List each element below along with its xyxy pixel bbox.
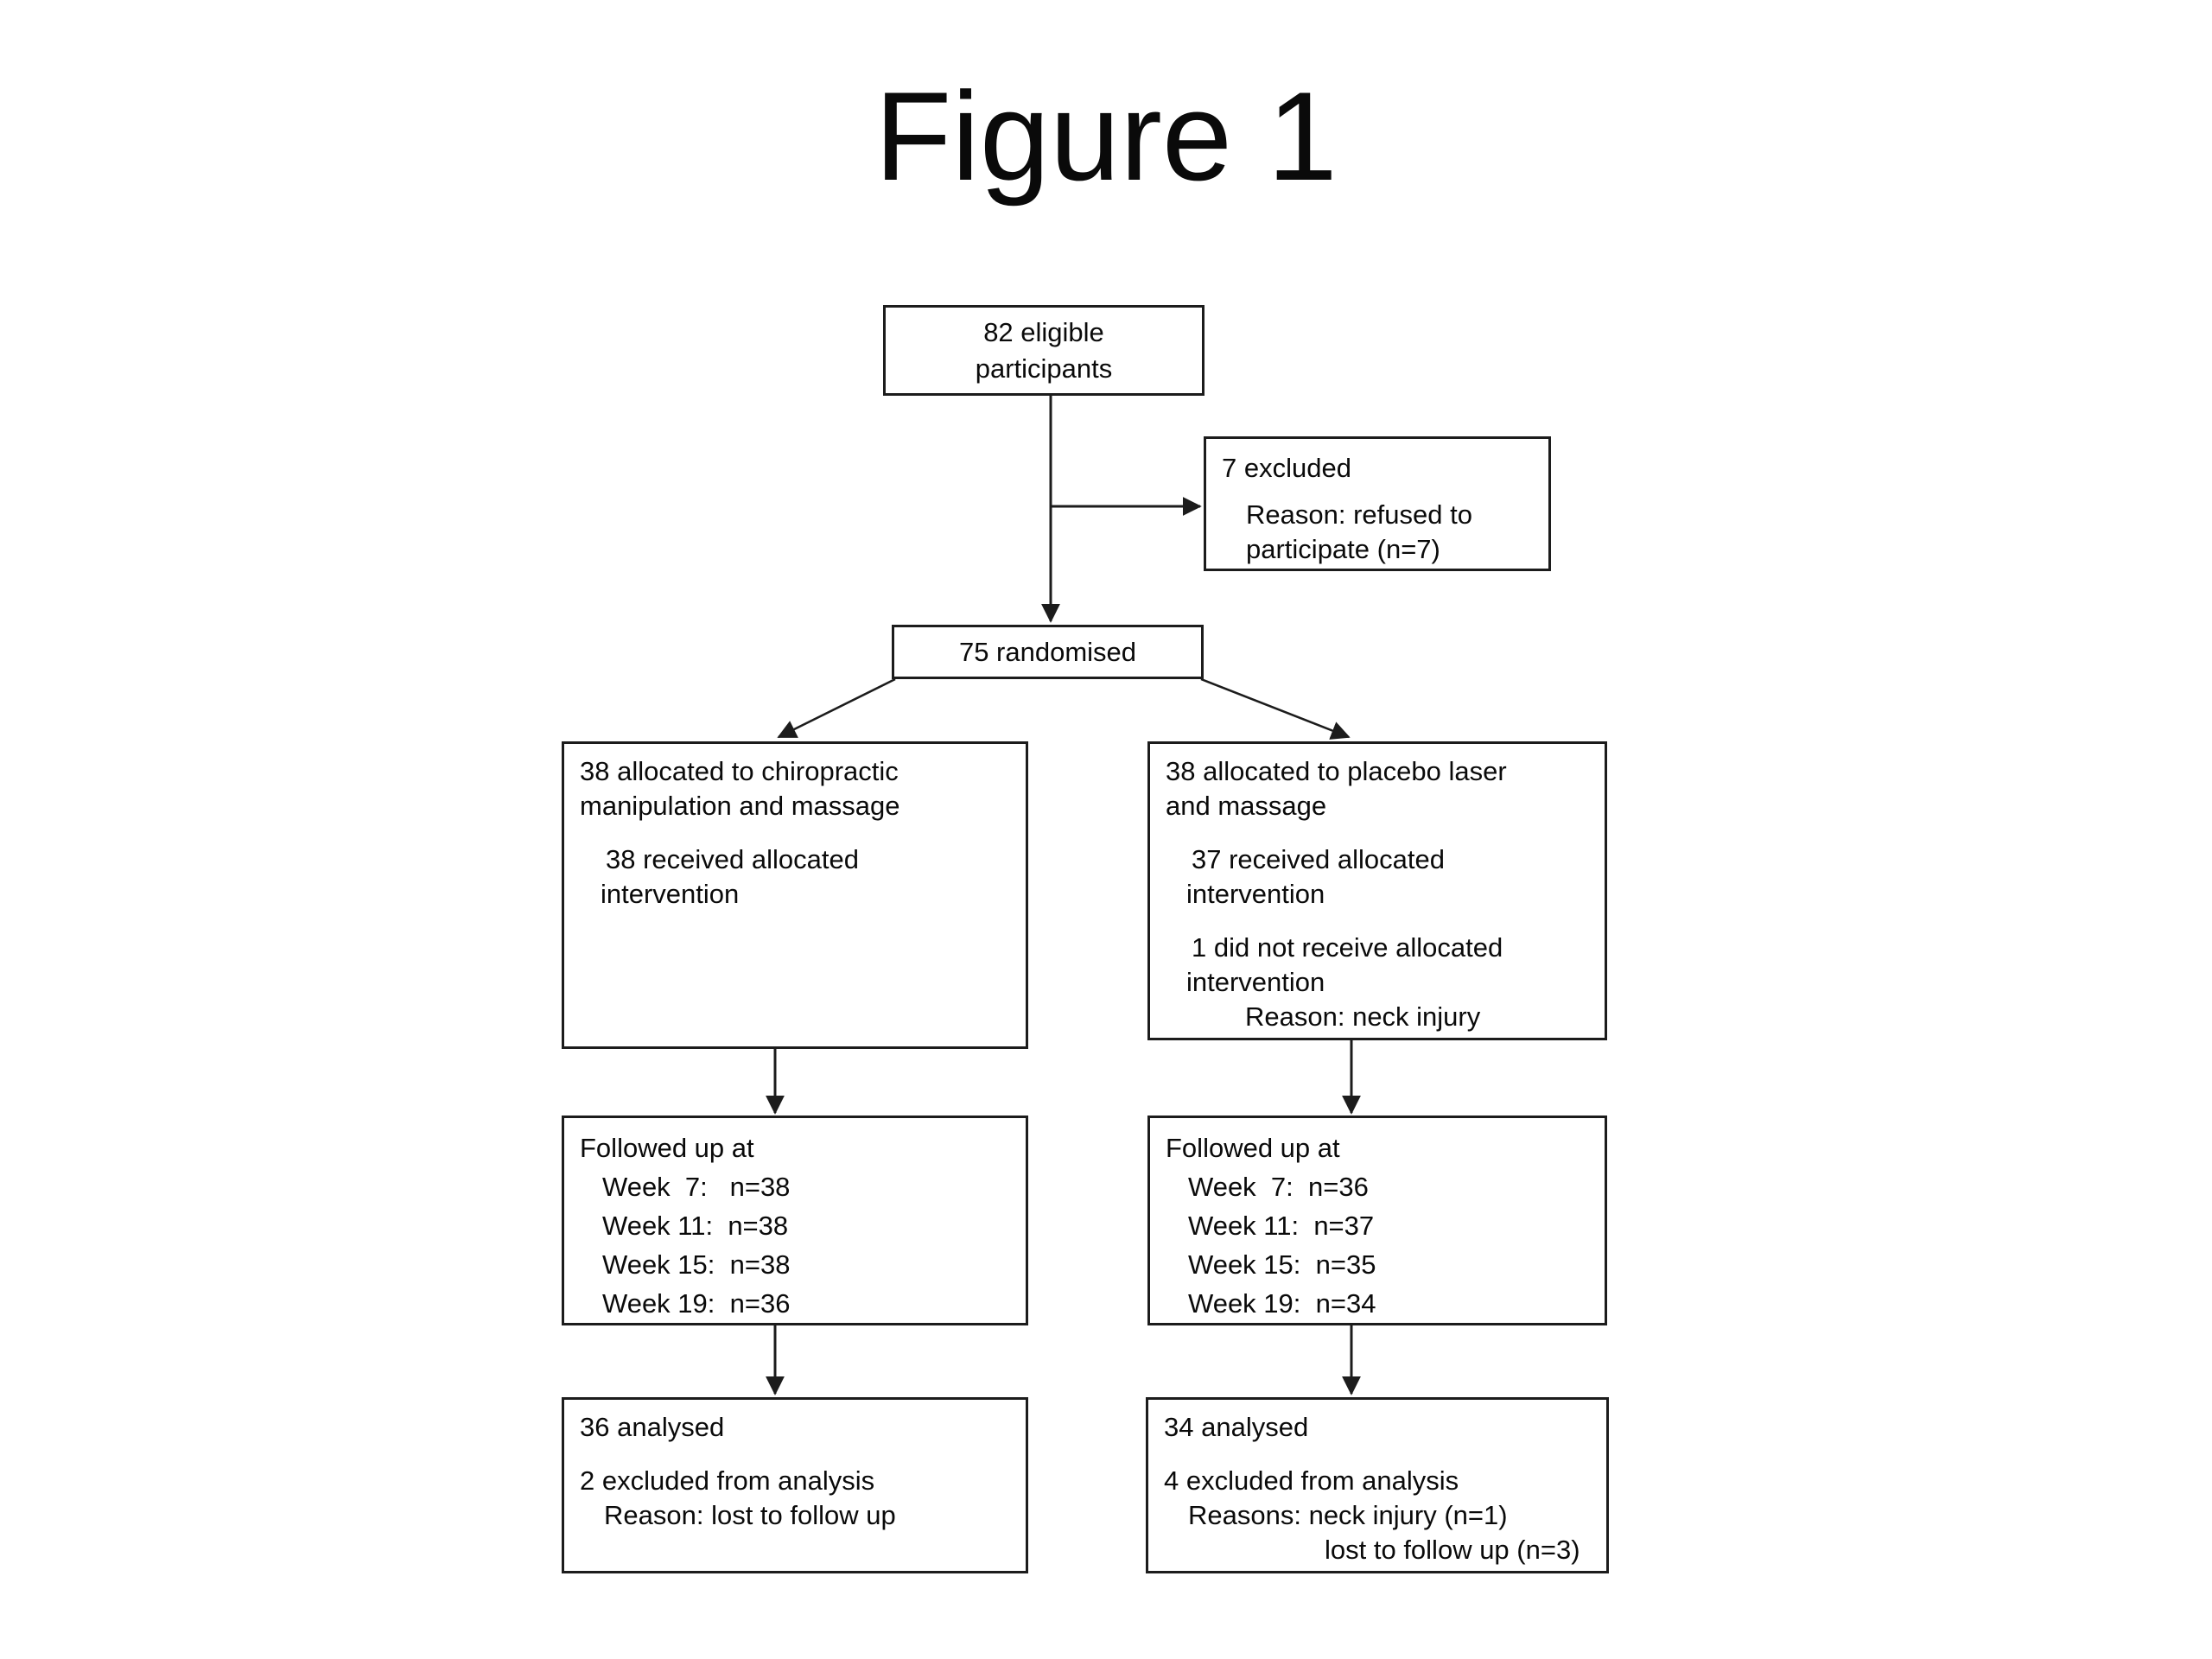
allocation-right-heading-line2: and massage	[1166, 791, 1327, 821]
analysed-right-box: 34 analysed 4 excluded from analysis Rea…	[1146, 1397, 1609, 1573]
excluded-box: 7 excluded Reason: refused to participat…	[1204, 436, 1551, 571]
eligible-participants-box: 82 eligible participants	[883, 305, 1205, 396]
allocation-placebo-box: 38 allocated to placebo laser and massag…	[1147, 741, 1607, 1040]
connector-randomised-to-allocation-right	[1200, 677, 1351, 740]
followup-left-week7: Week 7: n=38	[602, 1172, 791, 1202]
followup-right-week11: Week 11: n=37	[1188, 1211, 1375, 1241]
followup-left-week15: Week 15: n=38	[602, 1249, 791, 1280]
analysed-right-reason-line2: lost to follow up (n=3)	[1325, 1535, 1580, 1565]
allocation-right-received-line1: 37 received allocated	[1192, 844, 1445, 874]
followup-left-week19: Week 19: n=36	[602, 1288, 791, 1319]
analysed-left-heading: 36 analysed	[580, 1412, 725, 1442]
randomised-box: 75 randomised	[892, 625, 1204, 679]
analysed-left-excluded: 2 excluded from analysis	[580, 1465, 875, 1496]
followup-left-box: Followed up at Week 7: n=38 Week 11: n=3…	[562, 1116, 1028, 1325]
followup-right-week15: Week 15: n=35	[1188, 1249, 1376, 1280]
excluded-heading: 7 excluded	[1222, 453, 1351, 483]
eligible-label-line: participants	[975, 353, 1113, 384]
allocation-right-received-line2: intervention	[1186, 879, 1325, 909]
followup-right-box: Followed up at Week 7: n=36 Week 11: n=3…	[1147, 1116, 1607, 1325]
followup-right-week19: Week 19: n=34	[1188, 1288, 1376, 1319]
figure-title: Figure 1	[874, 66, 1338, 207]
allocation-left-received-line1: 38 received allocated	[606, 844, 859, 874]
eligible-count-line: 82 eligible	[983, 316, 1104, 347]
allocation-right-heading-line1: 38 allocated to placebo laser	[1166, 756, 1507, 786]
allocation-right-notreceived-line1: 1 did not receive allocated	[1192, 932, 1503, 963]
excluded-reason-line1: Reason: refused to	[1246, 499, 1472, 530]
analysed-right-heading: 34 analysed	[1164, 1412, 1309, 1442]
allocation-left-heading-line2: manipulation and massage	[580, 791, 900, 821]
analysed-left-reason: Reason: lost to follow up	[604, 1500, 896, 1530]
allocation-left-heading-line1: 38 allocated to chiropractic	[580, 756, 899, 786]
allocation-right-reason: Reason: neck injury	[1245, 1001, 1481, 1032]
analysed-right-reason-line1: Reasons: neck injury (n=1)	[1188, 1500, 1508, 1530]
followup-left-week11: Week 11: n=38	[602, 1211, 789, 1241]
analysed-left-box: 36 analysed 2 excluded from analysis Rea…	[562, 1397, 1028, 1573]
followup-right-heading: Followed up at	[1166, 1133, 1340, 1163]
excluded-reason-line2: participate (n=7)	[1246, 534, 1440, 564]
connector-randomised-to-allocation-left	[777, 677, 896, 739]
followup-right-week7: Week 7: n=36	[1188, 1172, 1369, 1202]
analysed-right-excluded: 4 excluded from analysis	[1164, 1465, 1459, 1496]
allocation-chiropractic-box: 38 allocated to chiropractic manipulatio…	[562, 741, 1028, 1049]
randomised-label: 75 randomised	[958, 636, 1137, 667]
allocation-right-notreceived-line2: intervention	[1186, 967, 1325, 997]
allocation-left-received-line2: intervention	[601, 879, 740, 909]
followup-left-heading: Followed up at	[580, 1133, 754, 1163]
